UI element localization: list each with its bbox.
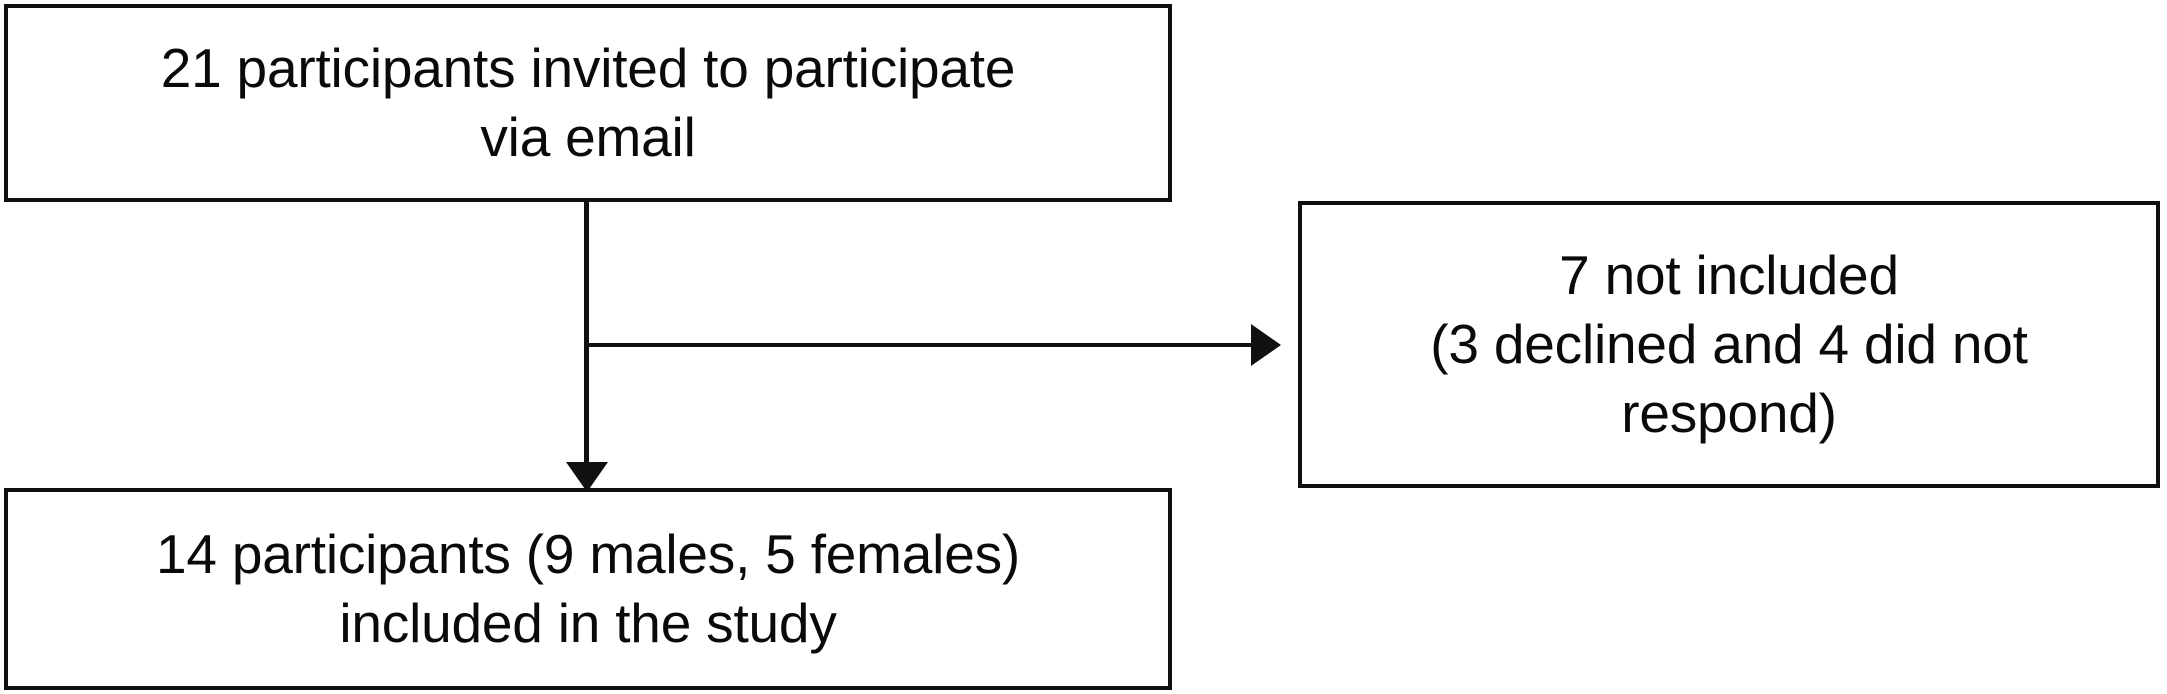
connector-invited-to-included-line bbox=[584, 202, 589, 470]
flow-node-excluded: 7 not included (3 declined and 4 did not… bbox=[1298, 201, 2160, 488]
flow-node-invited-label: 21 participants invited to participate v… bbox=[160, 36, 1016, 168]
arrow-down-icon bbox=[566, 462, 608, 492]
arrow-right-icon bbox=[1251, 324, 1281, 366]
connector-invited-to-excluded-line bbox=[584, 343, 1254, 347]
flow-node-included: 14 participants (9 males, 5 females) inc… bbox=[4, 488, 1172, 690]
flow-node-invited: 21 participants invited to participate v… bbox=[4, 4, 1172, 202]
flow-node-included-label: 14 participants (9 males, 5 females) inc… bbox=[155, 522, 1021, 654]
flow-node-excluded-label: 7 not included (3 declined and 4 did not… bbox=[1430, 243, 2028, 445]
